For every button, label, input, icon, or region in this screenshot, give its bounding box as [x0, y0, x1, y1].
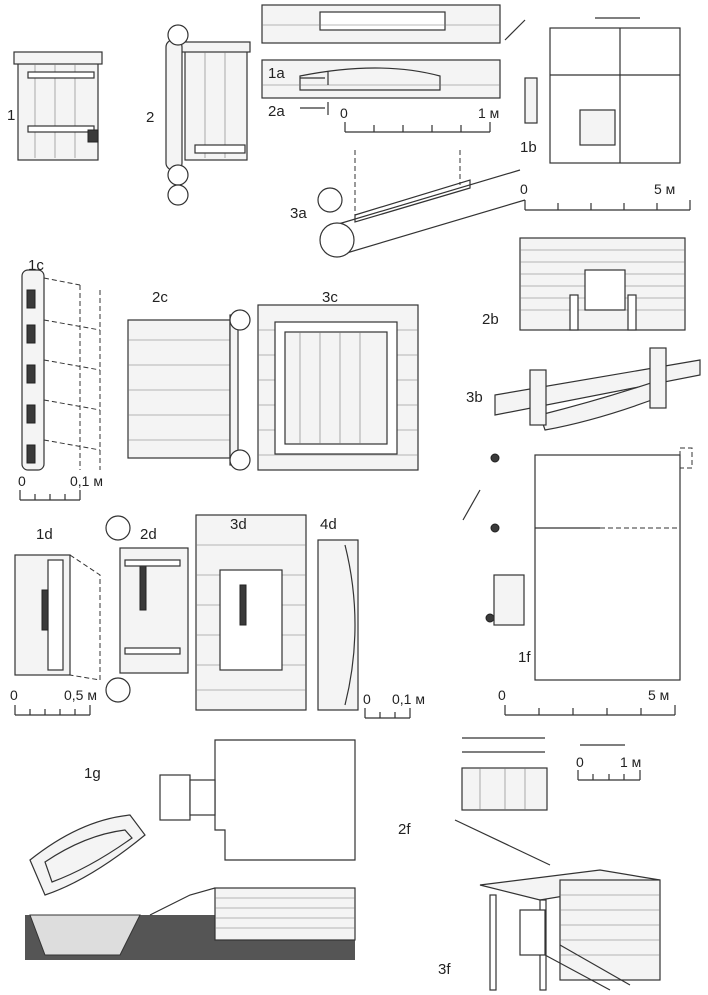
figure-3c-wall-door-drawing: [257, 304, 419, 471]
figure-label-2c: 2c: [152, 289, 168, 306]
figure-3a-log-groove-drawing: [317, 150, 526, 258]
figure-label-2a: 2a: [268, 103, 285, 120]
figure-2d-door-drawing: [105, 515, 189, 703]
figure-2f-porch-parts-drawing: [454, 737, 625, 866]
figure-label-3c: 3c: [322, 289, 338, 306]
scale-bar-1b: [524, 200, 691, 211]
figure-3b-threshold-drawing: [494, 347, 701, 431]
figure-3d-wall-door-drawing: [195, 514, 307, 711]
figure-2-door-drawing: [165, 24, 251, 206]
scale-1b-zero: 0: [520, 181, 528, 197]
figure-1-door-drawing: [13, 51, 103, 161]
scale-4d-max: 0,1 м: [392, 691, 425, 707]
scale-1a-max: 1 м: [478, 105, 500, 121]
figure-2b-wall-drawing: [519, 237, 686, 331]
figure-4d-section-drawing: [317, 539, 359, 711]
figure-label-1b: 1b: [520, 139, 537, 156]
figure-1d-door-drawing: [14, 554, 101, 681]
scale-bar-4d: [364, 708, 411, 719]
figure-2c-door-drawing: [127, 309, 251, 471]
figure-label-3b: 3b: [466, 389, 483, 406]
figure-label-2b: 2b: [482, 311, 499, 328]
figure-1a-2a-log-drawing: [261, 4, 526, 115]
scale-2f-max: 1 м: [620, 754, 642, 770]
scale-4d-zero: 0: [363, 691, 371, 707]
figure-1b-plan-drawing: [524, 17, 681, 164]
scale-bar-1c: [19, 490, 81, 501]
figure-label-1f: 1f: [518, 649, 531, 666]
scale-bar-2f: [577, 770, 641, 781]
scale-1f-zero: 0: [498, 687, 506, 703]
scale-bar-1a: [344, 122, 491, 133]
scale-1d-max: 0,5 м: [64, 687, 97, 703]
scale-2f-zero: 0: [576, 754, 584, 770]
figure-1f-plan-drawing: [462, 447, 693, 681]
figure-label-1g: 1g: [84, 765, 101, 782]
scale-bar-1d: [14, 705, 91, 716]
figure-label-2f: 2f: [398, 821, 411, 838]
scale-bar-1f: [504, 705, 676, 716]
scale-1a-zero: 0: [340, 105, 348, 121]
figure-label-3f: 3f: [438, 961, 451, 978]
scale-1c-max: 0,1 м: [70, 473, 103, 489]
scale-1c-zero: 0: [18, 473, 26, 489]
figure-1c-jamb-drawing: [21, 269, 101, 471]
figure-label-3a: 3a: [290, 205, 307, 222]
figure-label-1a: 1a: [268, 65, 285, 82]
figure-label-1: 1: [7, 107, 16, 124]
figure-label-4d: 4d: [320, 516, 337, 533]
figure-label-2d: 2d: [140, 526, 157, 543]
scale-1d-zero: 0: [10, 687, 18, 703]
figure-1g-plan-and-section-drawing: [25, 739, 356, 960]
figure-label-2: 2: [146, 109, 155, 126]
scale-1f-max: 5 м: [648, 687, 670, 703]
figure-label-3d: 3d: [230, 516, 247, 533]
figure-label-1d: 1d: [36, 526, 53, 543]
figure-label-1c: 1c: [28, 257, 44, 274]
scale-1b-max: 5 м: [654, 181, 676, 197]
figure-3f-porch-drawing: [479, 869, 661, 991]
